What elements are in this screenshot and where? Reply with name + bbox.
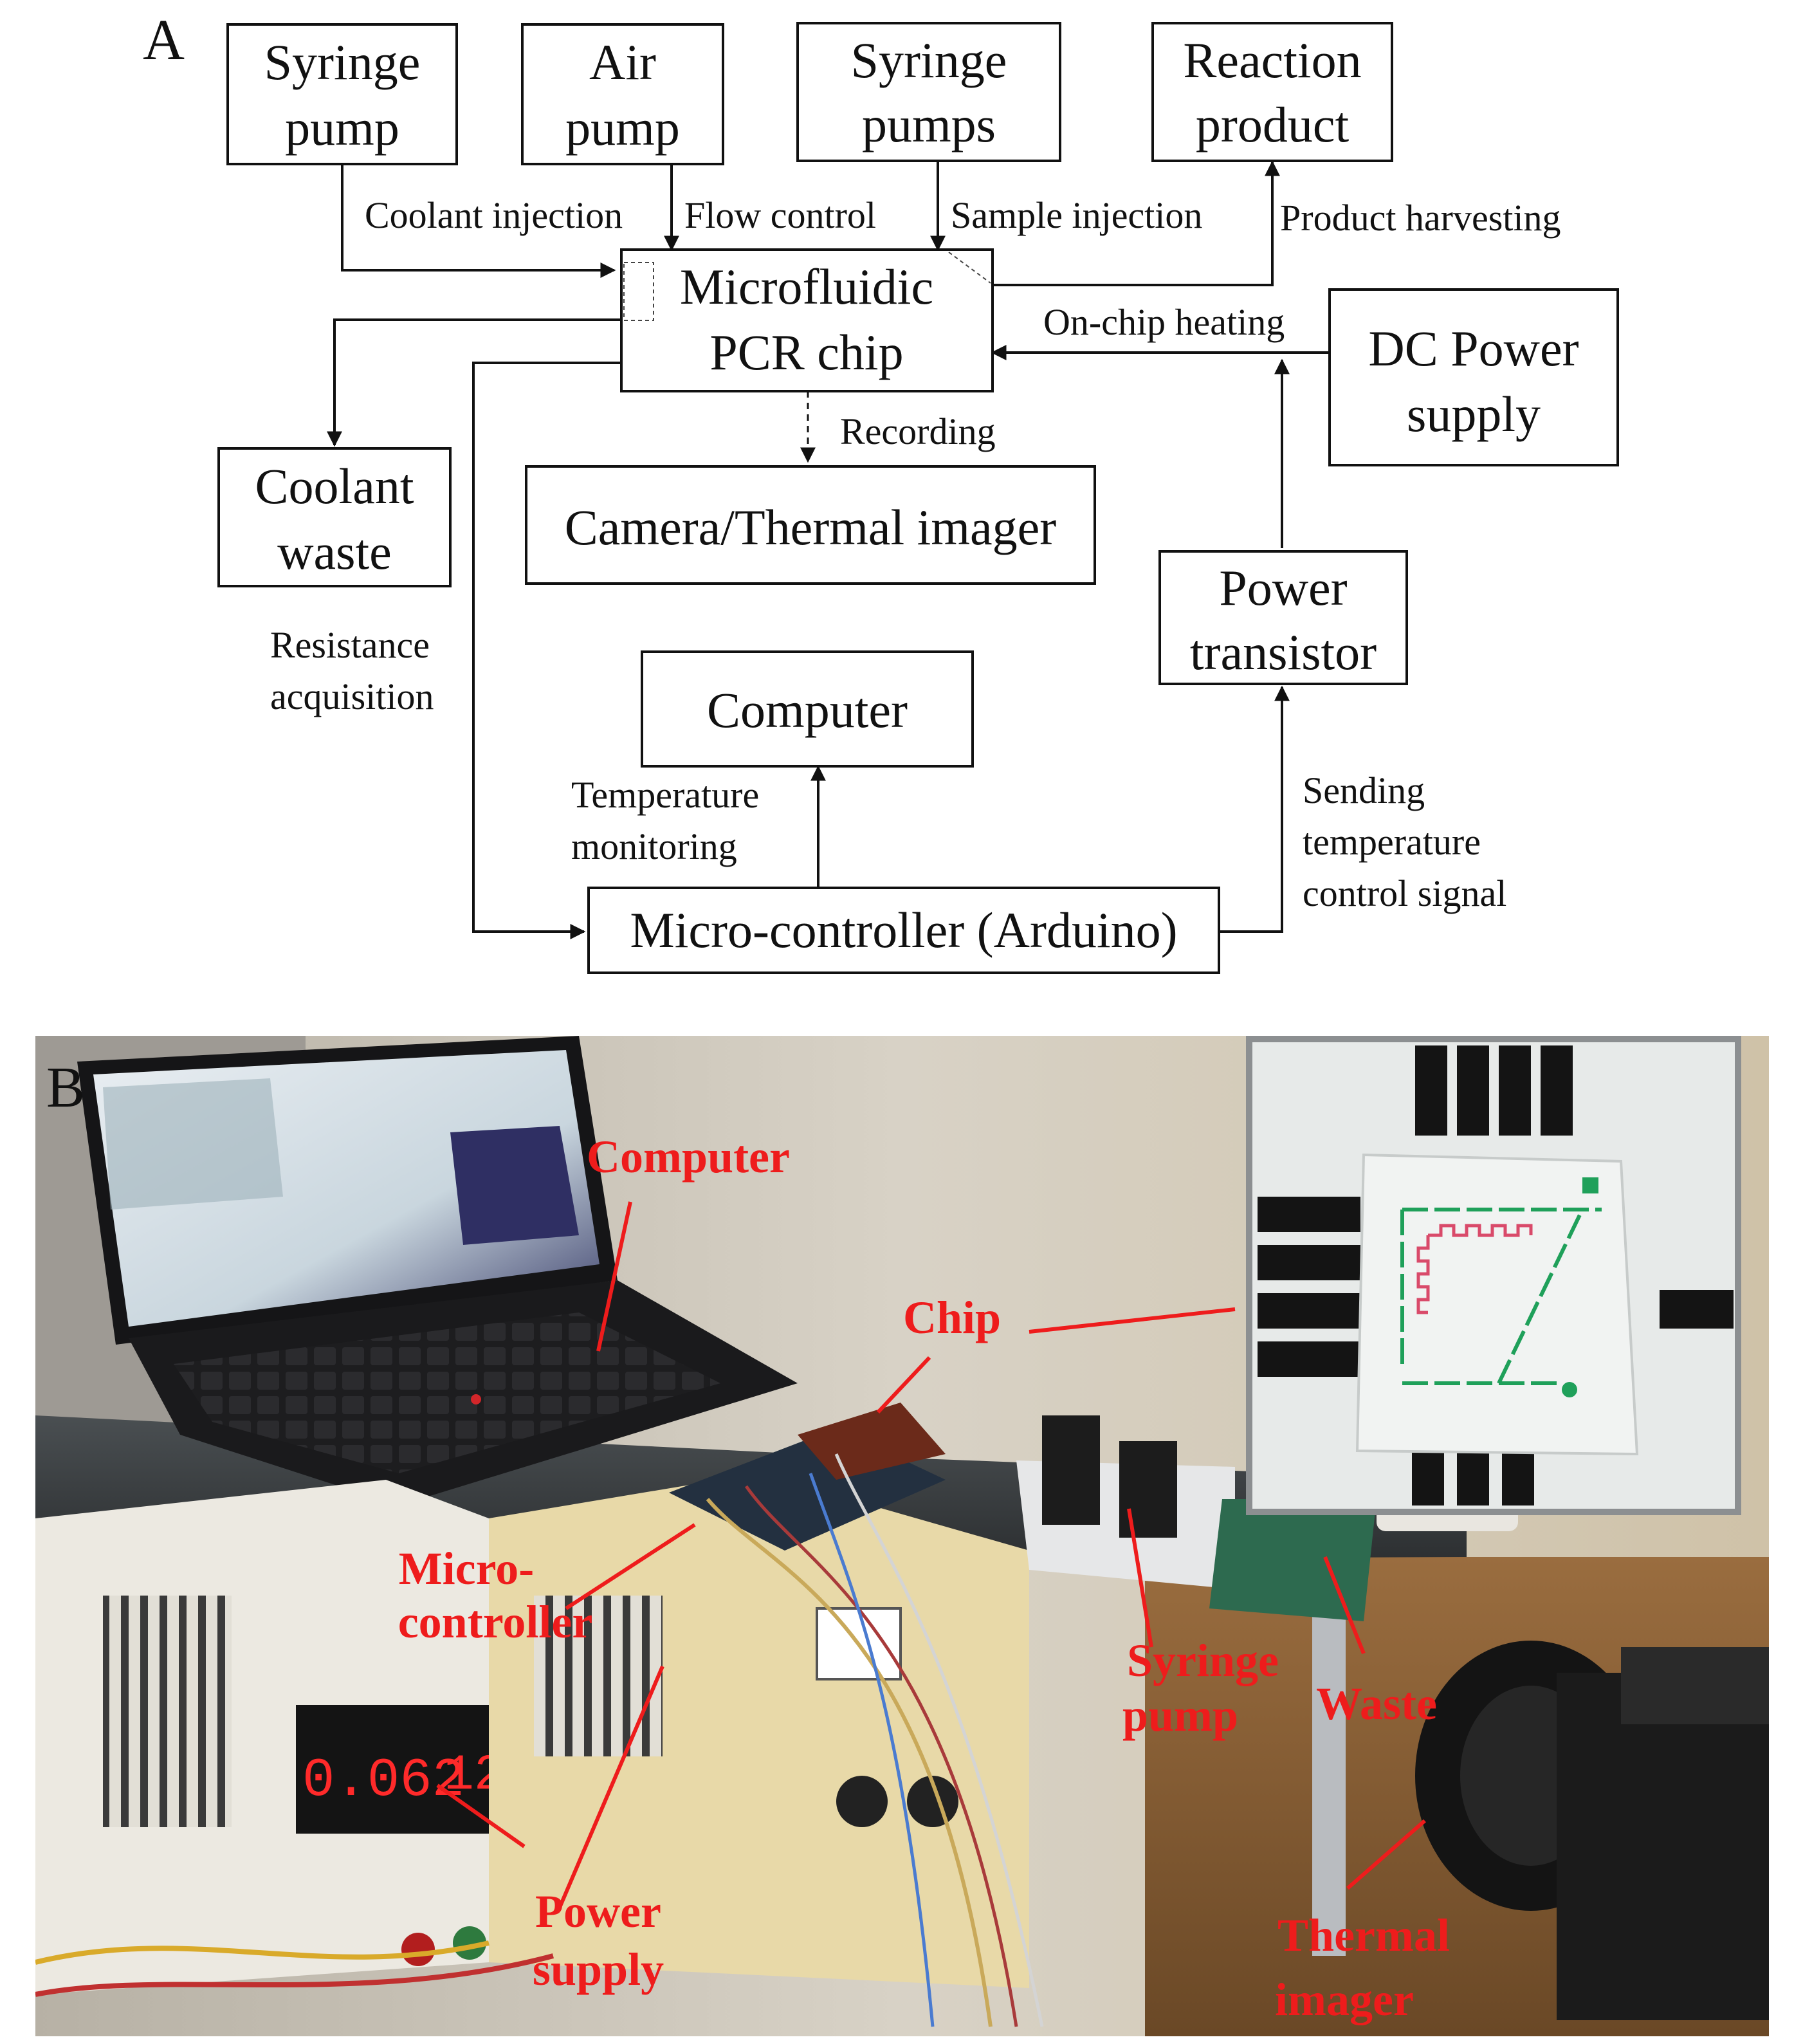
photo-label-thermal-imager-2: imager xyxy=(1275,1974,1414,2025)
node-coolant-waste: Coolant waste xyxy=(217,447,452,587)
laptop xyxy=(77,1036,798,1505)
photo-label-waste: Waste xyxy=(1316,1678,1437,1729)
svg-text:pump: pump xyxy=(565,100,680,156)
photo-label-syringe-pump-1: Syringe xyxy=(1127,1635,1279,1686)
svg-text:Power: Power xyxy=(1219,560,1347,616)
svg-text:Syringe: Syringe xyxy=(851,32,1007,88)
photo-label-power-supply-2: supply xyxy=(533,1944,664,1995)
readout-current: 0.062 xyxy=(302,1751,464,1812)
label-flow-control: Flow control xyxy=(684,194,876,236)
node-pcr-chip: Microfluidic PCR chip xyxy=(620,248,994,392)
label-temperature-monitoring-1: Temperature xyxy=(571,774,759,816)
label-product-harvesting: Product harvesting xyxy=(1280,197,1561,239)
svg-text:DC Power: DC Power xyxy=(1368,320,1579,376)
label-temperature-monitoring-2: monitoring xyxy=(571,825,737,867)
syringe-pump-device xyxy=(1016,1415,1377,1621)
panel-b: 0.062 12.0 xyxy=(35,1036,1769,2036)
label-recording: Recording xyxy=(840,410,996,452)
photo-label-microcontroller-2: controller xyxy=(398,1596,593,1648)
svg-text:Reaction: Reaction xyxy=(1183,32,1361,88)
label-sample-injection: Sample injection xyxy=(951,194,1202,236)
svg-text:Syringe: Syringe xyxy=(264,34,421,90)
svg-text:Camera/Thermal imager: Camera/Thermal imager xyxy=(565,499,1056,555)
label-control-signal-1: Sending xyxy=(1303,769,1425,811)
node-power-transistor: Power transistor xyxy=(1158,550,1408,685)
svg-text:Air: Air xyxy=(589,34,656,90)
photo-labels: Computer Chip Micro- controller Syringe … xyxy=(398,1131,1450,2025)
svg-text:product: product xyxy=(1196,97,1350,152)
node-syringe-pumps: Syringe pumps xyxy=(796,22,1061,162)
microcontroller-board xyxy=(669,1403,1044,2027)
node-reaction-product: Reaction product xyxy=(1151,22,1393,162)
annotation-pointers xyxy=(436,1201,1426,1909)
photo-label-syringe-pump-2: pump xyxy=(1122,1690,1238,1741)
label-resistance-acquisition-1: Resistance xyxy=(270,624,430,666)
edge-control-signal xyxy=(1219,685,1290,933)
panel-a: A Syringe pump Air pump S xyxy=(143,8,1619,974)
node-camera: Camera/Thermal imager xyxy=(525,465,1096,585)
svg-text:pumps: pumps xyxy=(862,97,996,152)
photo-label-thermal-imager-1: Thermal xyxy=(1277,1910,1450,1961)
svg-text:Computer: Computer xyxy=(707,682,908,738)
label-control-signal-3: control signal xyxy=(1303,872,1506,914)
svg-text:waste: waste xyxy=(277,524,392,580)
svg-text:Microfluidic: Microfluidic xyxy=(680,259,933,315)
chip-channels xyxy=(1400,1208,1602,1385)
svg-text:transistor: transistor xyxy=(1190,624,1377,680)
photo: 0.062 12.0 xyxy=(35,1036,1769,2036)
label-coolant-injection: Coolant injection xyxy=(365,194,623,236)
panel-b-label: B xyxy=(46,1056,85,1119)
node-arduino: Micro-controller (Arduino) xyxy=(587,887,1220,974)
svg-text:PCR chip: PCR chip xyxy=(709,324,903,380)
connectors xyxy=(327,160,1330,939)
edge-resistance-acquisition xyxy=(472,362,621,939)
label-on-chip-heating: On-chip heating xyxy=(1043,301,1285,343)
svg-text:pump: pump xyxy=(285,100,399,156)
node-dc-power: DC Power supply xyxy=(1328,288,1619,466)
photo-label-microcontroller-1: Micro- xyxy=(399,1543,535,1594)
edge-coolant-injection xyxy=(341,164,616,278)
node-air-pump: Air pump xyxy=(521,23,724,165)
chip-heater xyxy=(1416,1224,1533,1314)
edge-coolant-waste xyxy=(327,318,621,447)
svg-text:Micro-controller (Arduino): Micro-controller (Arduino) xyxy=(630,902,1177,958)
node-syringe-pump: Syringe pump xyxy=(226,23,458,165)
photo-label-power-supply-1: Power xyxy=(535,1886,661,1937)
photo-label-chip: Chip xyxy=(903,1292,1001,1343)
svg-text:Coolant: Coolant xyxy=(255,458,414,514)
svg-text:supply: supply xyxy=(1407,386,1541,442)
edge-product-harvesting xyxy=(991,160,1280,286)
edge-labels: Coolant injection Flow control Sample in… xyxy=(270,194,1561,914)
photo-label-computer: Computer xyxy=(587,1131,790,1183)
node-computer: Computer xyxy=(641,650,974,768)
label-resistance-acquisition-2: acquisition xyxy=(270,676,434,717)
panel-a-label: A xyxy=(143,8,185,72)
thermal-imager-device xyxy=(1415,1641,1769,2020)
label-control-signal-2: temperature xyxy=(1303,821,1481,863)
chip-inset xyxy=(1246,1036,1741,1515)
